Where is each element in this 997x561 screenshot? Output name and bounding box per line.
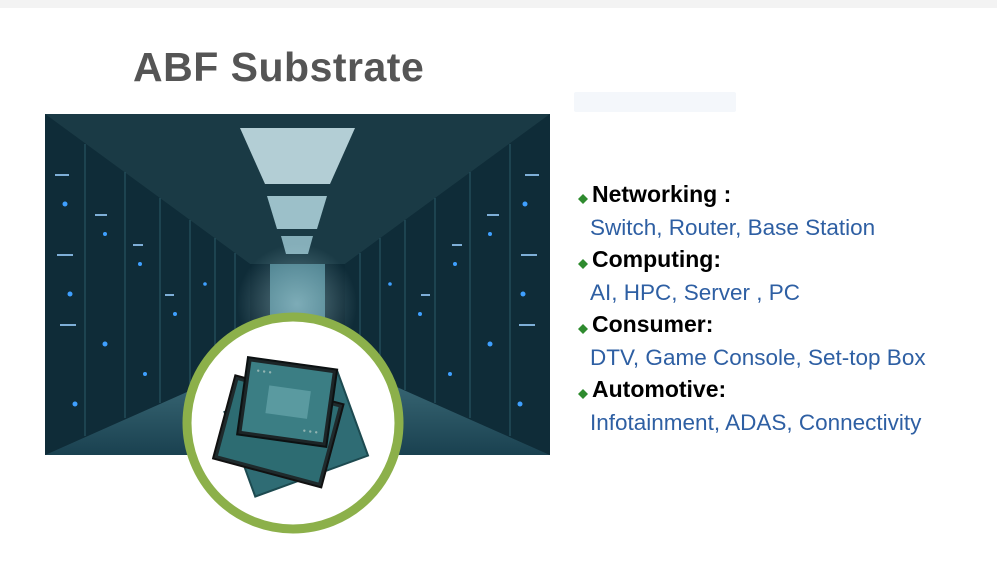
category-label: Networking : [592,181,732,207]
automotive-items: Infotainment, ADAS, Connectivity [590,410,922,435]
category-consumer: Consumer: [578,308,926,341]
faint-watermark [574,92,736,112]
diamond-bullet-icon [578,324,588,334]
networking-items: Switch, Router, Base Station [590,215,876,240]
slide-top-band [0,0,997,8]
consumer-items: DTV, Game Console, Set-top Box [590,345,926,370]
category-label: Computing: [592,246,722,272]
diamond-bullet-icon [578,389,588,399]
chip-inset-image [181,311,405,535]
applications-list: Networking : Switch, Router, Base Statio… [578,178,926,438]
category-automotive: Automotive: [578,373,926,406]
computing-items: AI, HPC, Server , PC [590,280,801,305]
diamond-bullet-icon [578,194,588,204]
category-computing: Computing: [578,243,926,276]
slide-title: ABF Substrate [133,44,425,90]
category-label: Automotive: [592,376,727,402]
diamond-bullet-icon [578,259,588,269]
category-networking: Networking : [578,178,926,211]
category-label: Consumer: [592,311,714,337]
